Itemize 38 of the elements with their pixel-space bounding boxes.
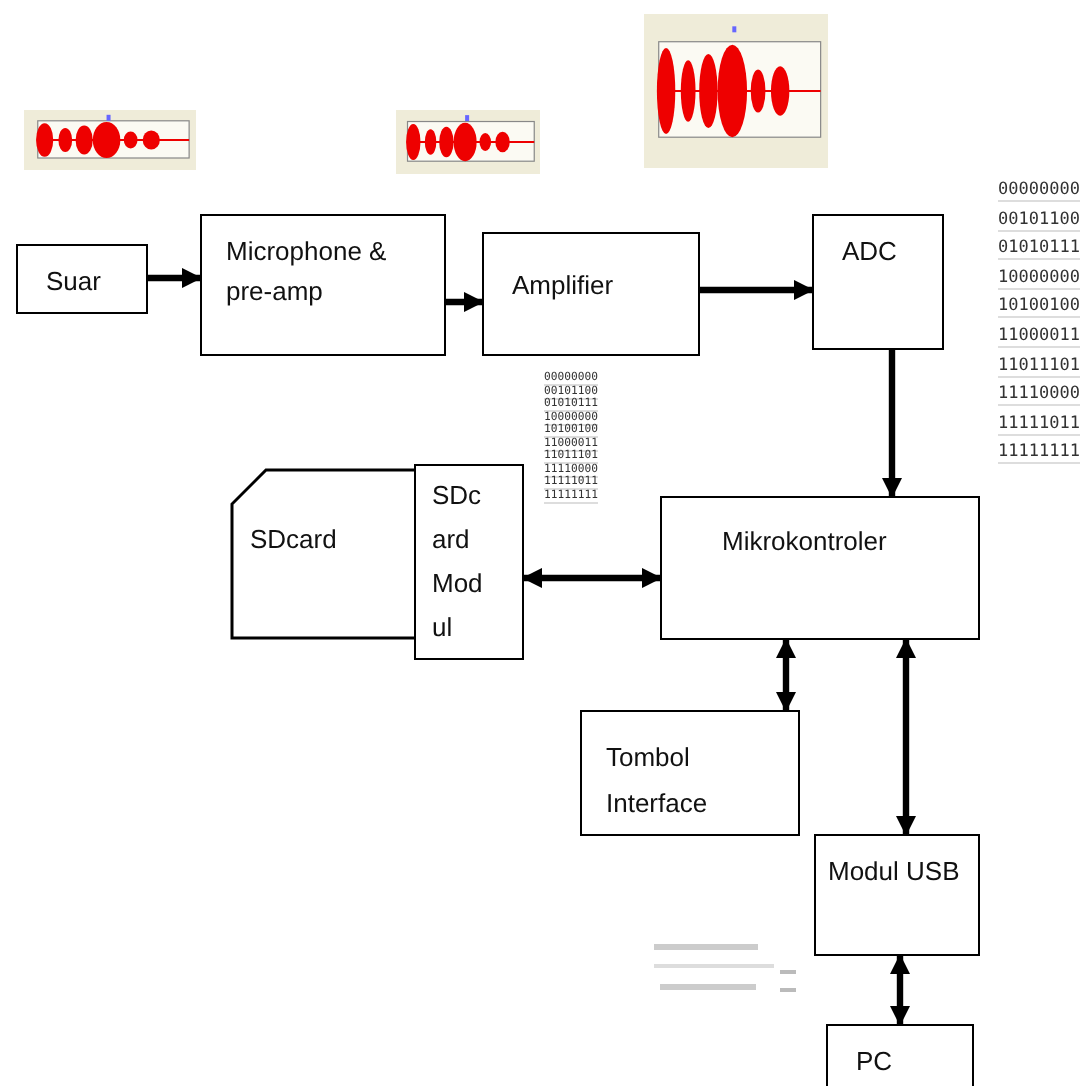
block-box — [812, 214, 944, 350]
binary-value: 11011101 — [998, 355, 1080, 378]
arrow — [700, 279, 815, 301]
block-box — [826, 1024, 974, 1086]
node-label: Suar — [46, 264, 103, 300]
node-label: SDcard Modul — [432, 478, 485, 647]
arrow — [895, 637, 917, 837]
node-label: Mikrokontroler — [722, 524, 889, 560]
source-box — [16, 244, 148, 314]
binary-value: 11000011 — [998, 326, 1080, 348]
node-label: ADC — [842, 234, 899, 270]
memory-card — [230, 468, 420, 640]
binary-value: 00101100 — [998, 209, 1080, 232]
node-label: PC — [856, 1044, 895, 1080]
arrow — [881, 350, 903, 499]
binary-value: 11110000 — [998, 384, 1080, 407]
node-label: Tombol Interface — [606, 740, 710, 822]
node-label: Modul USB — [828, 854, 962, 890]
node-label: Amplifier — [512, 268, 616, 304]
binary-value: 10000000 — [998, 267, 1080, 290]
arrow — [775, 637, 797, 713]
block-box — [660, 496, 980, 640]
block-box — [580, 710, 800, 836]
block-box — [814, 834, 980, 956]
arrow — [521, 567, 663, 589]
binary-value: 11111011 — [998, 413, 1080, 436]
block-box — [200, 214, 446, 356]
block-box — [414, 464, 524, 660]
binary-value: 10100100 — [998, 296, 1080, 319]
binary-value: 00000000 — [998, 180, 1080, 202]
block-box — [482, 232, 700, 356]
node-label: Microphone & pre-amp — [226, 234, 389, 311]
node-label: SDcard — [250, 522, 339, 558]
binary-value: 01010111 — [998, 238, 1080, 261]
arrow — [889, 953, 911, 1027]
arrow — [148, 267, 203, 289]
binary-value: 11111111 — [998, 442, 1080, 465]
arrow — [446, 291, 485, 313]
